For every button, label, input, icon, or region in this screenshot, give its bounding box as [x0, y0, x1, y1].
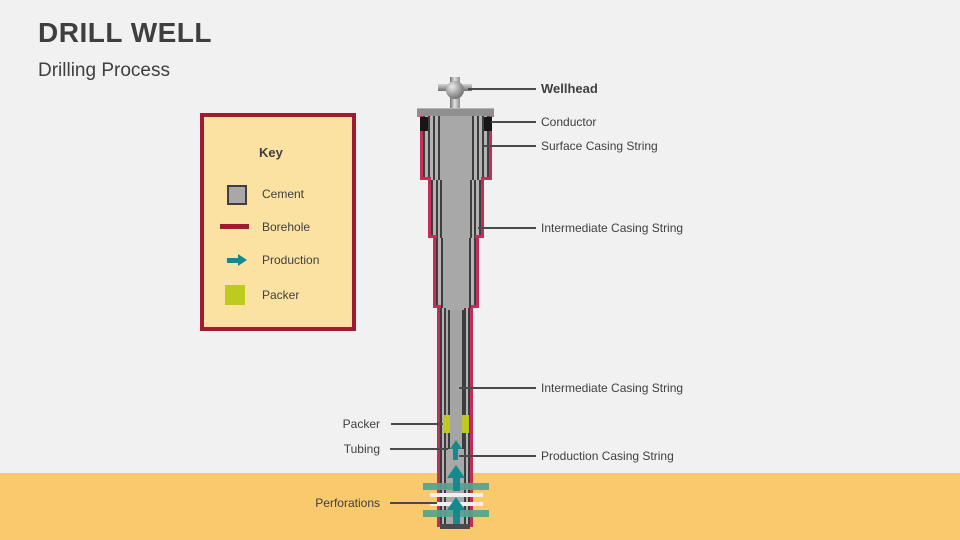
leader-line-packer: [391, 423, 443, 425]
key-item-label-cement: Cement: [262, 187, 305, 201]
leader-line-wellhead: [468, 88, 536, 90]
leader-line-intermediate-casing-2: [459, 387, 536, 389]
production-arrow-icon: [227, 258, 238, 263]
key-item-label-borehole: Borehole: [262, 220, 311, 234]
leader-line-intermediate-casing-1: [478, 227, 536, 229]
packer-swatch: [225, 285, 245, 305]
label-intermediate-casing-2: Intermediate Casing String: [541, 381, 684, 395]
key-item-label-production: Production: [262, 253, 320, 267]
conductor-bar-left: [420, 117, 428, 131]
leader-line-tubing: [390, 448, 448, 450]
leader-line-surface-casing: [484, 145, 536, 147]
label-perforations: Perforations: [315, 496, 380, 510]
flow-up-arrow-bottom-shaft: [453, 510, 460, 524]
casing-cap-plate: [417, 108, 494, 117]
flow-up-arrow-bottom-icon: [447, 497, 465, 510]
label-production-casing: Production Casing String: [541, 449, 674, 463]
flow-up-arrow-mid-icon: [447, 465, 465, 478]
leader-line-conductor: [491, 121, 536, 123]
borehole-shoulder: [420, 177, 431, 180]
casing-section-surface: [420, 116, 492, 180]
wellhead-valve-sphere: [446, 81, 464, 99]
leader-line-perforations: [390, 502, 437, 504]
slide-title: DRILL WELL: [38, 17, 213, 48]
borehole-shoulder: [471, 305, 479, 308]
flow-up-arrow-small-icon: [450, 440, 462, 449]
flow-up-arrow-small-shaft: [453, 449, 458, 460]
key-legend: Key Cement Borehole Production Packer: [200, 113, 356, 331]
tubing-pipe: [448, 310, 464, 449]
label-wellhead: Wellhead: [541, 81, 598, 96]
borehole-swatch: [220, 224, 249, 229]
key-item-label-packer: Packer: [262, 288, 300, 302]
borehole-shoulder: [433, 305, 441, 308]
cement-swatch: [227, 185, 247, 205]
key-title: Key: [259, 145, 283, 160]
borehole-shoulder: [475, 235, 484, 238]
production-arrow-head-icon: [238, 254, 247, 266]
slide-subtitle: Drilling Process: [38, 60, 170, 81]
perforation-line-1: [430, 493, 483, 497]
label-packer: Packer: [342, 417, 380, 431]
leader-line-production-casing: [459, 455, 536, 457]
label-surface-casing: Surface Casing String: [541, 139, 658, 153]
label-conductor: Conductor: [541, 115, 597, 129]
label-tubing: Tubing: [343, 442, 380, 456]
borehole-shoulder: [481, 177, 492, 180]
label-intermediate-casing-1: Intermediate Casing String: [541, 221, 684, 235]
casing-section-intermediate-1: [428, 180, 484, 238]
casing-section-intermediate-2: [433, 238, 479, 308]
packer-block-right: [462, 415, 469, 433]
packer-block-left: [443, 415, 450, 433]
flow-up-arrow-mid-shaft: [453, 478, 460, 491]
borehole-shoulder: [428, 235, 437, 238]
conductor-bar-right: [484, 117, 492, 131]
well-bottom-shoe: [440, 524, 470, 529]
